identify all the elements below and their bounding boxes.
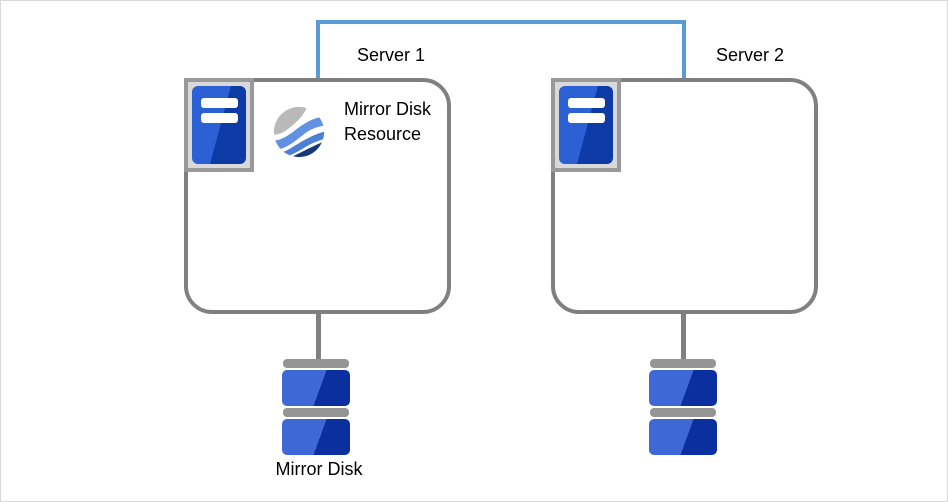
server2-disk-connector-line xyxy=(681,312,686,363)
disk-bar xyxy=(283,359,349,368)
server2-label: Server 2 xyxy=(715,45,785,65)
tower-slot xyxy=(568,98,605,108)
server1-icon xyxy=(184,78,254,172)
tower-slot xyxy=(568,113,605,123)
disk-platter xyxy=(649,419,717,455)
server2-icon xyxy=(551,78,621,172)
disk-platter xyxy=(282,419,350,455)
disk-platter xyxy=(282,370,350,406)
tower-slot xyxy=(201,113,238,123)
disk-bar xyxy=(650,408,716,417)
mirror-disk-resource-label: Mirror Disk Resource xyxy=(344,99,431,144)
server-tower-icon xyxy=(192,86,246,164)
server-interconnect-line xyxy=(316,20,686,78)
disk-platter xyxy=(649,370,717,406)
tower-slot xyxy=(201,98,238,108)
disk-stack-icon xyxy=(649,359,717,455)
mirror-disk-label: Mirror Disk xyxy=(275,459,363,479)
wave-sphere-icon xyxy=(273,106,325,158)
server-tower-icon xyxy=(559,86,613,164)
disk-stack-icon xyxy=(282,359,350,455)
disk-bar xyxy=(283,408,349,417)
server1-label: Server 1 xyxy=(356,45,426,65)
server1-disk-connector-line xyxy=(316,312,321,363)
disk-bar xyxy=(650,359,716,368)
